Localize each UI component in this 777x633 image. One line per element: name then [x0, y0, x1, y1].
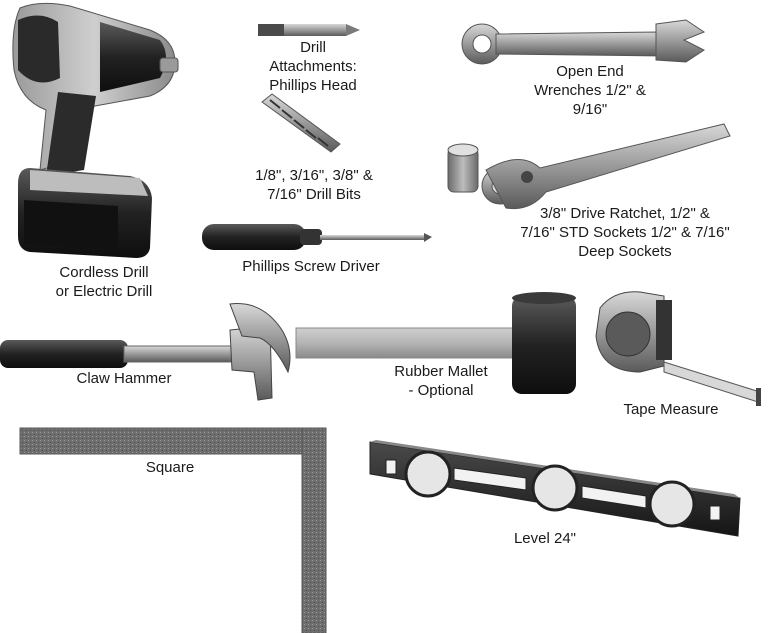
rubber-mallet-image	[295, 292, 576, 394]
claw-hammer-image	[0, 303, 291, 401]
label-drill-attachments: Drill Attachments: Phillips Head	[269, 39, 357, 94]
label-square: Square	[145, 459, 195, 476]
label-screwdriver: Phillips Screw Driver	[242, 258, 380, 275]
label-ratchet: 3/8" Drive Ratchet, 1/2" & 7/16" STD Soc…	[520, 205, 730, 260]
screwdriver-image	[202, 224, 432, 250]
label-level: Level 24"	[513, 530, 577, 547]
tape-measure-image	[595, 291, 761, 406]
label-drill-bits: 1/8", 3/16", 3/8" & 7/16" Drill Bits	[255, 167, 373, 203]
label-wrenches: Open End Wrenches 1/2" & 9/16"	[534, 63, 646, 118]
drill-bit-image	[261, 93, 341, 153]
label-cordless-drill: Cordless Drill or Electric Drill	[55, 264, 153, 300]
square-image	[19, 427, 327, 633]
wrench-image	[461, 19, 706, 65]
label-tape-measure: Tape Measure	[623, 401, 719, 418]
cordless-drill-image	[12, 2, 179, 258]
level-image	[369, 440, 741, 537]
label-claw-hammer: Claw Hammer	[76, 370, 172, 387]
phillips-bit-image	[258, 24, 360, 36]
ratchet-image	[447, 123, 731, 210]
label-rubber-mallet: Rubber Mallet - Optional	[394, 363, 488, 399]
